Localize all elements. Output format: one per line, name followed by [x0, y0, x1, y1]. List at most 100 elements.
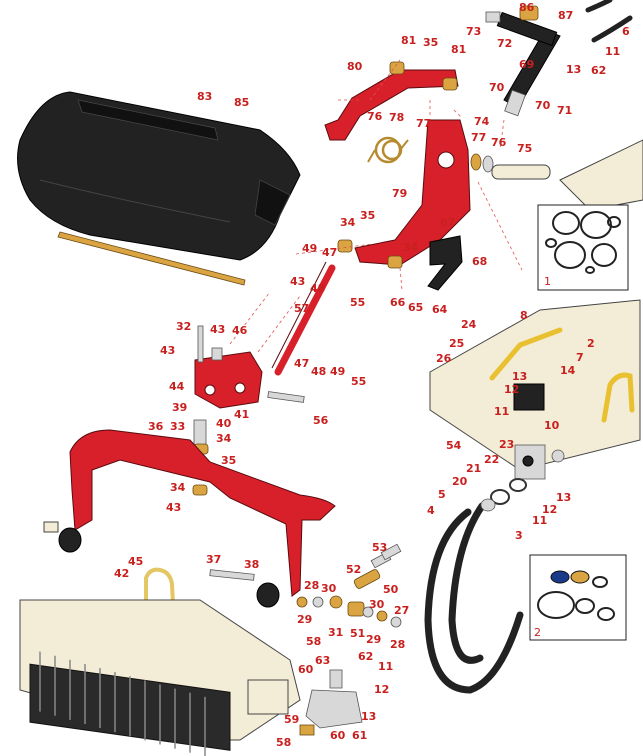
callout-72: 72 [497, 37, 512, 50]
callout-69: 69 [519, 58, 534, 71]
callout-70: 70 [489, 81, 505, 94]
callout-63: 63 [315, 654, 330, 667]
callout-71: 71 [557, 104, 572, 117]
callout-45: 45 [128, 555, 143, 568]
callout-76: 76 [367, 110, 383, 123]
callout-26: 26 [436, 352, 452, 365]
callout-58: 58 [276, 736, 291, 749]
basket-strip [57, 231, 246, 286]
callout-30: 30 [321, 582, 337, 595]
callout-28: 28 [390, 638, 405, 651]
yoke-bracket [194, 347, 263, 409]
callout-64: 64 [432, 303, 448, 316]
callout-34: 34 [403, 241, 419, 254]
callout-47: 47 [294, 357, 309, 370]
callout-41: 41 [234, 408, 249, 421]
roller-wheel [256, 582, 280, 608]
pivot-pin [470, 153, 551, 180]
callout-83: 83 [197, 90, 212, 103]
pivot-arm [324, 61, 459, 141]
callout-13: 13 [512, 370, 527, 383]
seal-rings [480, 478, 527, 512]
callout-60: 60 [330, 729, 346, 742]
callout-50: 50 [383, 583, 399, 596]
callout-73: 73 [466, 25, 481, 38]
lift-arm [337, 119, 471, 269]
callout-4: 4 [427, 504, 435, 517]
bolt-56 [267, 391, 305, 403]
callout-34: 34 [340, 216, 356, 229]
guide-lines [229, 59, 523, 353]
callout-11: 11 [378, 660, 393, 673]
callout-35: 35 [221, 454, 236, 467]
kit-label-2: 2 [534, 626, 541, 639]
callout-43: 43 [290, 275, 305, 288]
callout-36: 36 [148, 420, 164, 433]
callout-6: 6 [622, 25, 630, 38]
callout-76: 76 [491, 136, 507, 149]
callout-55: 55 [351, 375, 366, 388]
callout-3: 3 [515, 529, 523, 542]
callout-68: 68 [472, 255, 487, 268]
callout-13: 13 [361, 710, 376, 723]
callout-70: 70 [535, 99, 551, 112]
callout-14: 14 [560, 364, 576, 377]
callout-85: 85 [234, 96, 249, 109]
callout-55: 55 [350, 296, 365, 309]
callout-48: 48 [310, 282, 325, 295]
callout-29: 29 [297, 613, 312, 626]
callout-62: 62 [591, 64, 606, 77]
callout-77: 77 [416, 117, 431, 130]
callout-52: 52 [346, 563, 361, 576]
callout-78: 78 [389, 111, 404, 124]
callout-43: 43 [210, 323, 225, 336]
callout-66: 66 [390, 296, 406, 309]
callout-34: 34 [216, 432, 232, 445]
callout-81: 81 [401, 34, 416, 47]
callout-61: 61 [352, 729, 367, 742]
callout-32: 32 [176, 320, 191, 333]
link-rod-upper [274, 264, 336, 376]
callout-21: 21 [466, 462, 481, 475]
callout-23: 23 [499, 438, 514, 451]
callout-42: 42 [114, 567, 129, 580]
callout-34: 34 [170, 481, 186, 494]
callout-79: 79 [392, 187, 407, 200]
callout-35: 35 [423, 36, 438, 49]
bolt-37 [209, 569, 255, 581]
callout-11: 11 [605, 45, 620, 58]
callout-20: 20 [452, 475, 468, 488]
callout-11: 11 [494, 405, 509, 418]
callout-75: 75 [517, 142, 532, 155]
callout-24: 24 [461, 318, 477, 331]
bushing-33 [193, 419, 207, 447]
callout-58: 58 [306, 635, 321, 648]
link-rod-lower [271, 261, 327, 369]
callout-33: 33 [170, 420, 185, 433]
callout-53: 53 [372, 541, 387, 554]
callout-49: 49 [302, 242, 317, 255]
callout-80: 80 [347, 60, 363, 73]
callout-81: 81 [451, 43, 466, 56]
cutting-reel-unit [19, 599, 301, 756]
callout-47: 47 [322, 246, 337, 259]
callout-22: 22 [484, 453, 499, 466]
fitting-stack [296, 543, 402, 628]
callout-57: 57 [294, 302, 309, 315]
callout-37: 37 [206, 553, 221, 566]
callout-54: 54 [446, 439, 462, 452]
hydraulic-cylinder [485, 0, 633, 117]
callout-8: 8 [520, 309, 528, 322]
callout-12: 12 [374, 683, 389, 696]
callout-28: 28 [304, 579, 319, 592]
bushing-34b [192, 484, 208, 496]
callout-10: 10 [544, 419, 560, 432]
callout-30: 30 [369, 598, 385, 611]
callout-77: 77 [471, 131, 486, 144]
callout-13: 13 [556, 491, 571, 504]
callout-43: 43 [166, 501, 181, 514]
callout-27: 27 [394, 604, 409, 617]
bolt-32 [197, 325, 204, 363]
callout-51: 51 [350, 627, 365, 640]
brass-handle [144, 567, 176, 630]
